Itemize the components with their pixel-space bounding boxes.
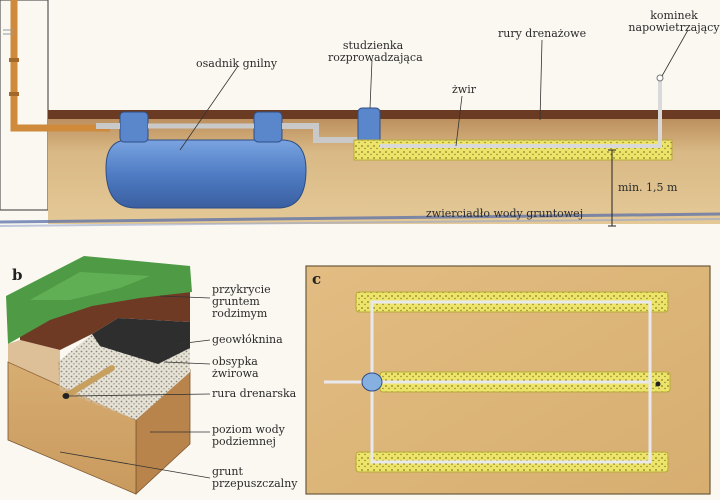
- label-septic-tank: osadnik gnilny: [196, 57, 278, 70]
- label-permeable-line2: przepuszczalny: [212, 477, 298, 490]
- panel-c-letter: c: [312, 270, 322, 288]
- drain-pipe-b: [63, 365, 115, 399]
- drain-pipe: [380, 80, 662, 148]
- tank-manhole-left: [119, 111, 149, 143]
- label-gravel-b: obsypka żwirowa: [212, 356, 259, 380]
- panel-b-letter: b: [12, 266, 23, 284]
- label-groundwater: zwierciadło wody gruntowej: [426, 207, 584, 220]
- label-distribution-box: studzienka rozprowadzająca: [328, 39, 423, 64]
- topsoil-layer: [48, 110, 720, 119]
- geotextile-layer: [92, 318, 190, 364]
- house-wall: [0, 0, 49, 211]
- label-geotextile: geowłóknina: [212, 333, 283, 346]
- label-gravel-b-line2: żwirowa: [212, 367, 259, 380]
- label-vent: kominek napowietrzający: [626, 10, 720, 34]
- groundwater-line: [0, 212, 720, 224]
- label-vent-line1: kominek: [650, 9, 698, 22]
- label-groundwater-b: poziom wody podziemnej: [212, 424, 285, 448]
- label-gravel: żwir: [452, 83, 476, 96]
- label-native-soil-line3: rodzimym: [212, 307, 268, 320]
- label-native-soil: przykrycie gruntem rodzimym: [212, 284, 271, 320]
- label-groundwater-b-line1: poziom wody: [212, 423, 285, 436]
- label-drain-pipes: rury drenażowe: [498, 27, 587, 40]
- panel-a-section: [0, 0, 720, 227]
- panel-b-trench: [6, 256, 211, 495]
- grass-cover: [6, 256, 192, 344]
- vent-cap: [656, 74, 664, 82]
- panel-c-plan: [305, 265, 711, 495]
- label-groundwater-b-line2: podziemnej: [212, 435, 276, 448]
- tank-manhole-right: [253, 111, 283, 143]
- label-permeable-line1: grunt: [212, 465, 243, 478]
- label-permeable: grunt przepuszczalny: [212, 466, 298, 490]
- label-distribution-box-line1: studzienka: [342, 39, 404, 52]
- plan-pipe-network: [370, 300, 652, 464]
- label-drain-pipe-b: rura drenarska: [212, 387, 297, 400]
- label-distribution-box-line2: rozprowadzająca: [328, 51, 423, 64]
- gravel-bed: [353, 139, 673, 161]
- house-drain-pipe: [10, 0, 110, 132]
- plan-distribution-box: [361, 372, 383, 392]
- label-vent-line2: napowietrzający: [628, 21, 720, 34]
- septic-tank: [105, 139, 307, 209]
- label-min-depth: min. 1,5 m: [618, 181, 678, 194]
- label-gravel-b-line1: obsypka: [212, 355, 258, 368]
- label-native-soil-line1: przykrycie: [212, 283, 271, 296]
- label-native-soil-line2: gruntem: [212, 295, 260, 308]
